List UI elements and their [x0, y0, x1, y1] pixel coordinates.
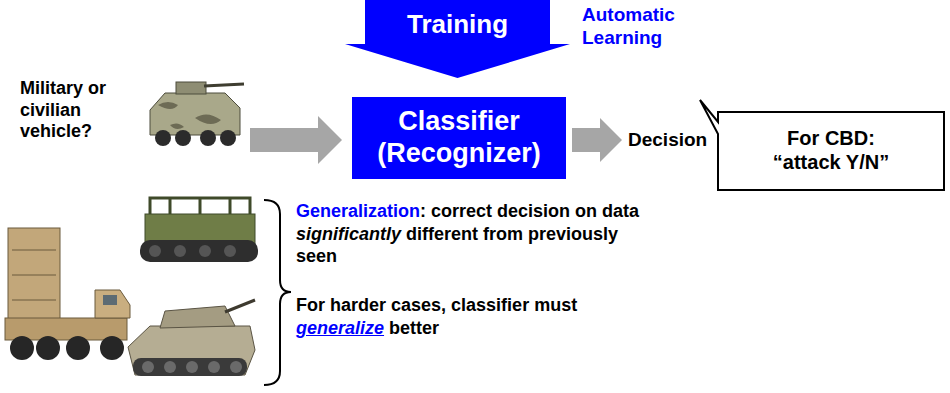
note-text: better [389, 318, 439, 338]
training-arrow: Training [345, 0, 570, 78]
tank-vehicle [128, 300, 255, 376]
note-text: For harder cases, classifier must [296, 295, 577, 315]
term-highlight: Generalization [296, 201, 420, 221]
output-arrow [572, 118, 622, 162]
node-text: For CBD: “attack Y/N” [756, 127, 906, 174]
brace [264, 200, 291, 385]
box-shape [352, 97, 566, 179]
down-arrow-shape [345, 0, 570, 78]
node-text: Training [365, 9, 550, 40]
emphasis-text: significantly [296, 224, 401, 244]
launcher-truck [5, 228, 130, 360]
classifier-box: Classifier (Recognizer) [352, 97, 566, 179]
tracked-vehicle [140, 198, 258, 262]
apc-vehicle [150, 82, 244, 146]
input-arrow [250, 116, 342, 164]
text-paragraph: For harder cases, classifier must genera… [296, 294, 664, 339]
decision-label: Decision [628, 129, 712, 152]
term-highlight: generalize [296, 318, 384, 338]
callout-box: For CBD: “attack Y/N” [718, 112, 944, 190]
input-question: Military or civilian vehicle? [20, 78, 138, 143]
annotation-label: Automatic Learning [582, 4, 702, 50]
text-paragraph: Generalization: correct decision on data… [296, 200, 664, 268]
callout-shape [700, 100, 944, 190]
definition-text: : correct decision on data [420, 201, 639, 221]
node-text: Classifier (Recognizer) [362, 106, 556, 170]
